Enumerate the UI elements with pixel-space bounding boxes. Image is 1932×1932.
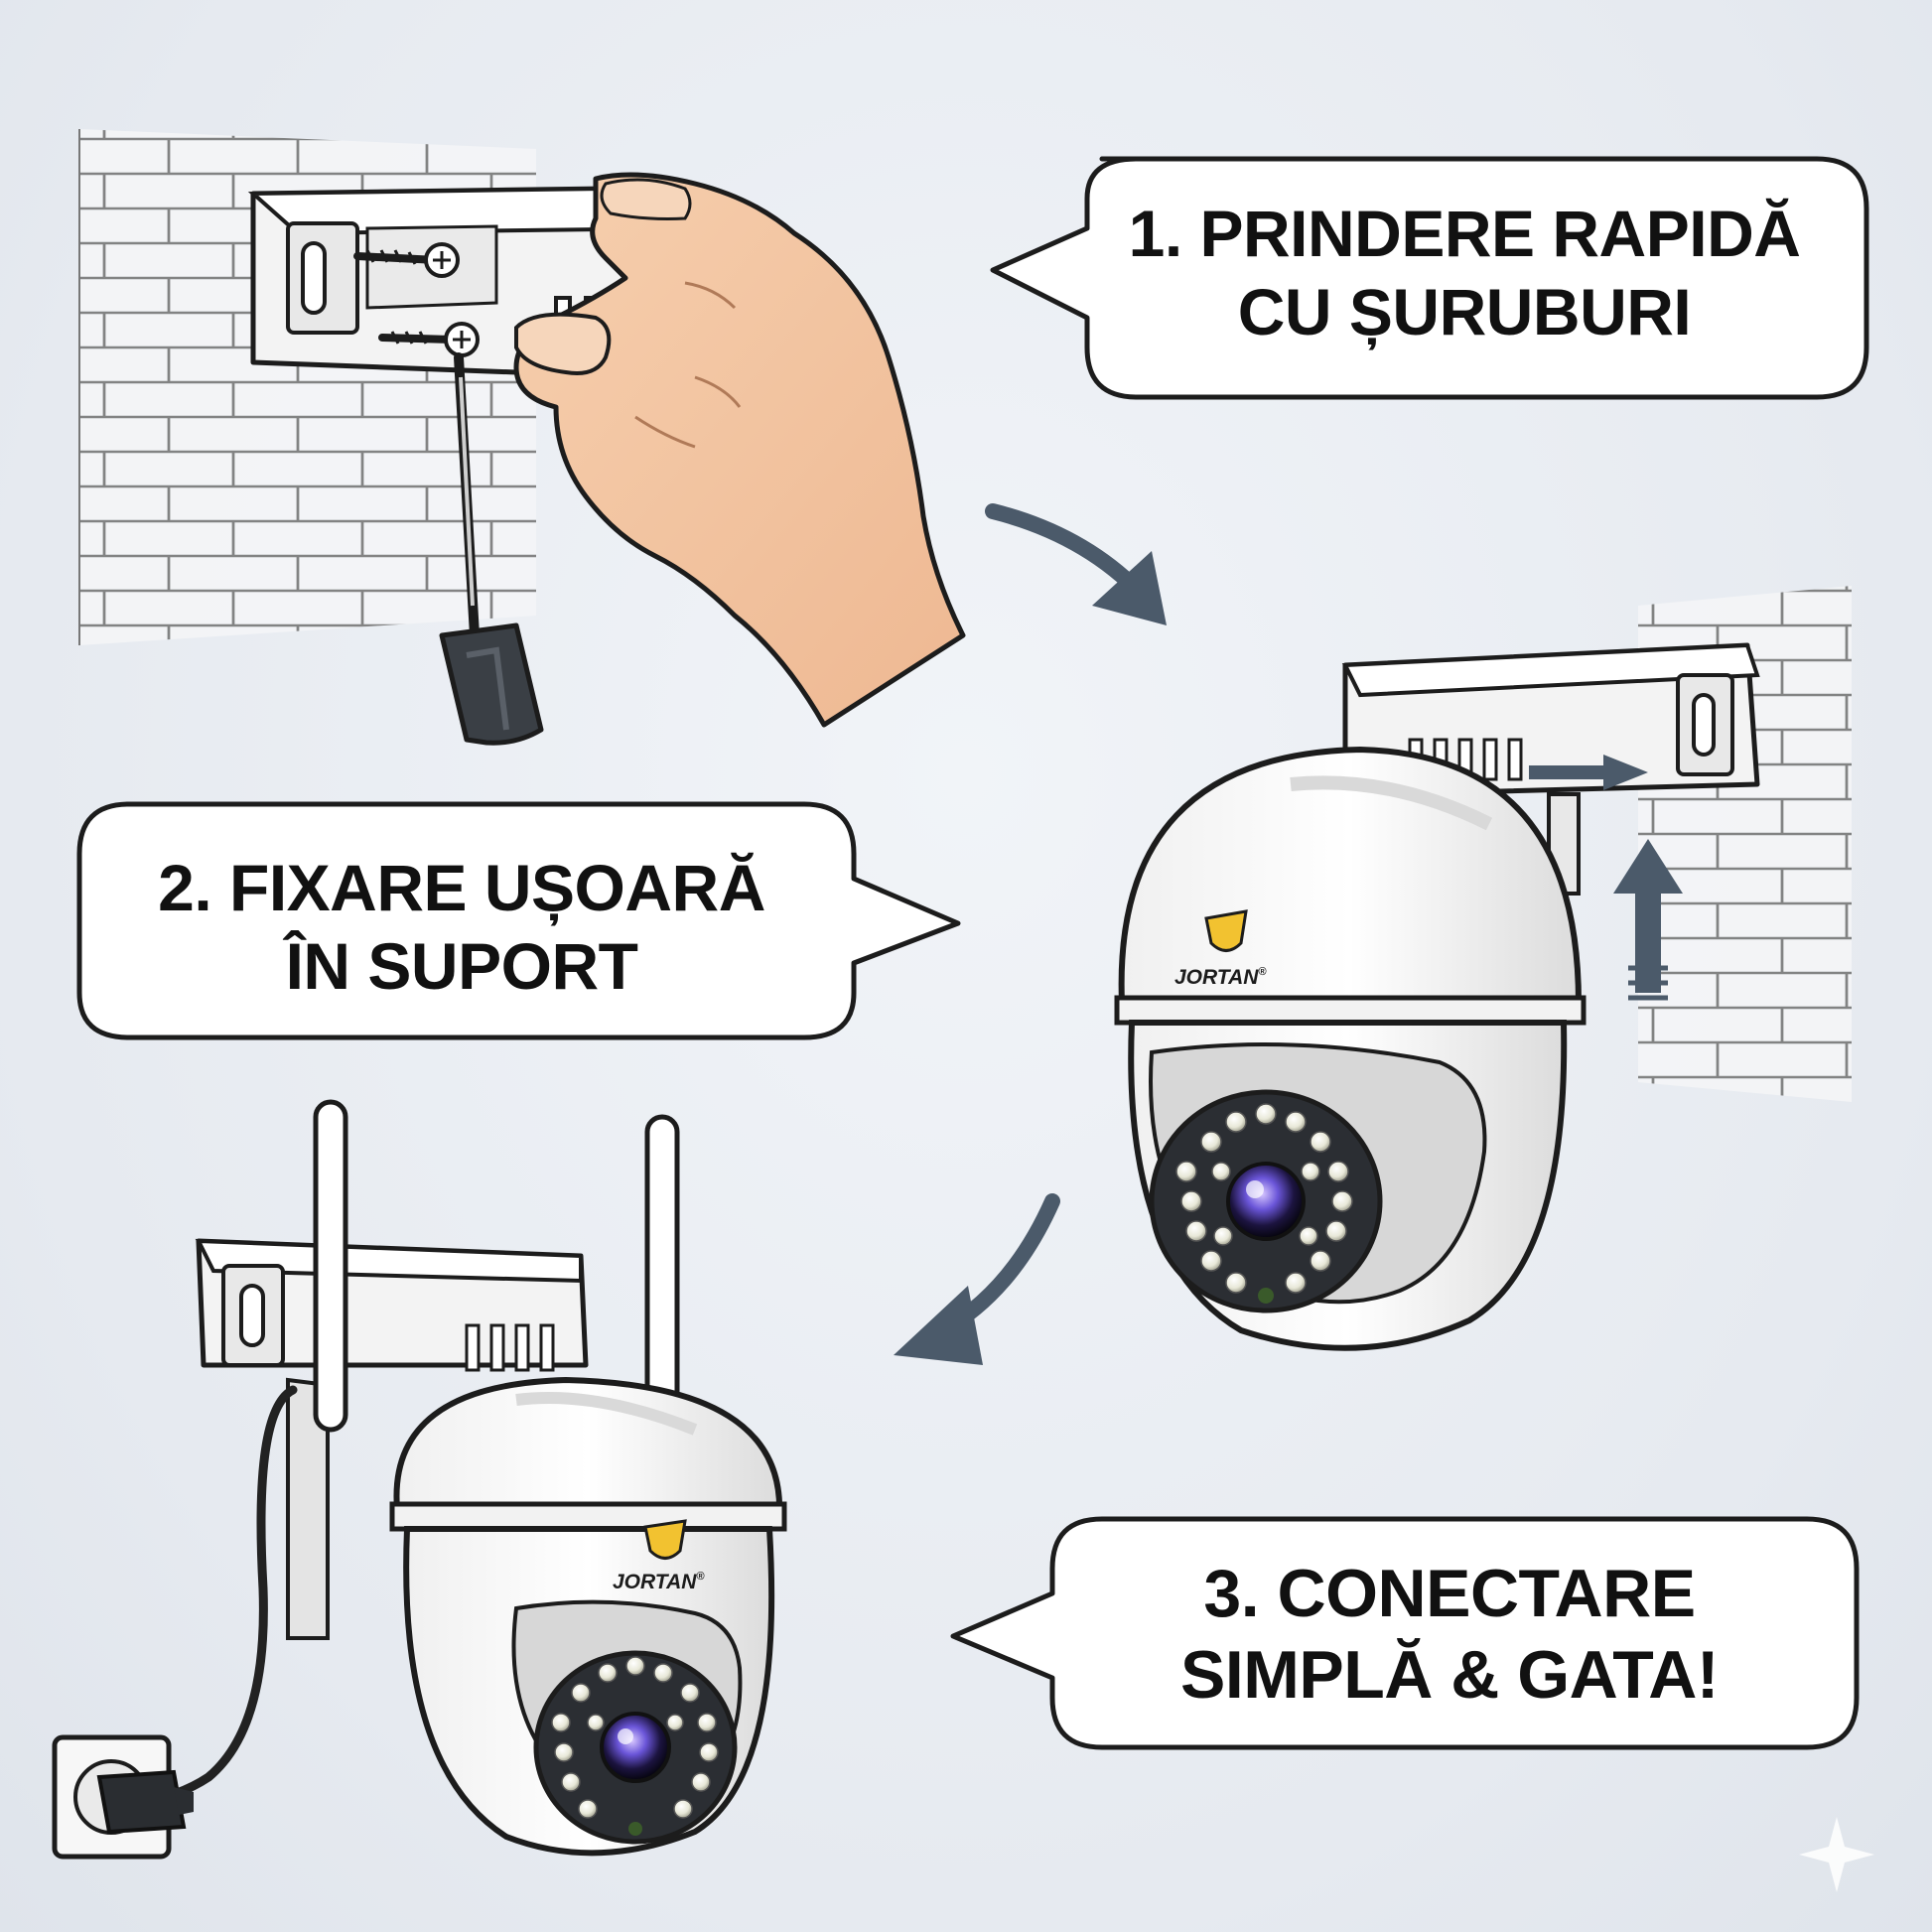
- brand-mark: ®: [1258, 966, 1267, 978]
- step-1-line-1: 1. PRINDERE RAPIDĂ: [1128, 197, 1801, 270]
- brand-name: JORTAN: [613, 1571, 697, 1593]
- step-3-line-2: SIMPLĂ & GATA!: [1180, 1636, 1719, 1713]
- power-plug-icon: [96, 1769, 194, 1835]
- screw-lower: [378, 322, 480, 357]
- screw-upper: [353, 242, 460, 278]
- wall-bracket-step2: [1341, 642, 1760, 797]
- antenna-left: [313, 1099, 348, 1433]
- jortan-logo-step2: [1204, 909, 1248, 952]
- power-cable: [134, 1385, 298, 1807]
- step-1-caption: 1. PRINDERE RAPIDĂ CU ȘURUBURI: [1082, 195, 1847, 351]
- jortan-logo-step3: [643, 1519, 687, 1560]
- screwdriver: [439, 352, 544, 746]
- wall-bracket-step3: [195, 1238, 589, 1640]
- step-1-line-2: CU ȘURUBURI: [1237, 275, 1692, 349]
- brand-label-step2: JORTAN®: [1174, 966, 1267, 990]
- step-3-caption: 3. CONECTARE SIMPLĂ & GATA!: [1047, 1554, 1852, 1716]
- step-2-caption: 2. FIXARE UȘOARĂ ÎN SUPORT: [84, 849, 839, 1006]
- antenna-right: [644, 1114, 680, 1418]
- camera-icon-step2: [1114, 746, 1587, 1351]
- sparkle-icon: [1799, 1817, 1874, 1892]
- step-2-line-1: 2. FIXARE UȘOARĂ: [158, 851, 765, 924]
- callout-bubble-1: [990, 156, 1869, 400]
- step-3-line-1: 3. CONECTARE: [1203, 1556, 1696, 1631]
- brand-name: JORTAN: [1174, 966, 1259, 989]
- brand-label-step3: JORTAN®: [613, 1571, 705, 1594]
- curved-arrow-2-head: [894, 1286, 983, 1365]
- camera-icon-step3: [389, 1376, 787, 1857]
- push-arrow-up: [1613, 839, 1683, 1001]
- callout-bubble-2: [76, 801, 961, 1040]
- callout-bubble-3: [950, 1516, 1860, 1750]
- push-arrow-right: [1529, 755, 1648, 790]
- step-2-line-2: ÎN SUPORT: [285, 929, 638, 1004]
- hand-icon: [513, 172, 966, 728]
- curved-arrow-1-head: [1092, 551, 1167, 625]
- brand-mark: ®: [696, 1571, 705, 1583]
